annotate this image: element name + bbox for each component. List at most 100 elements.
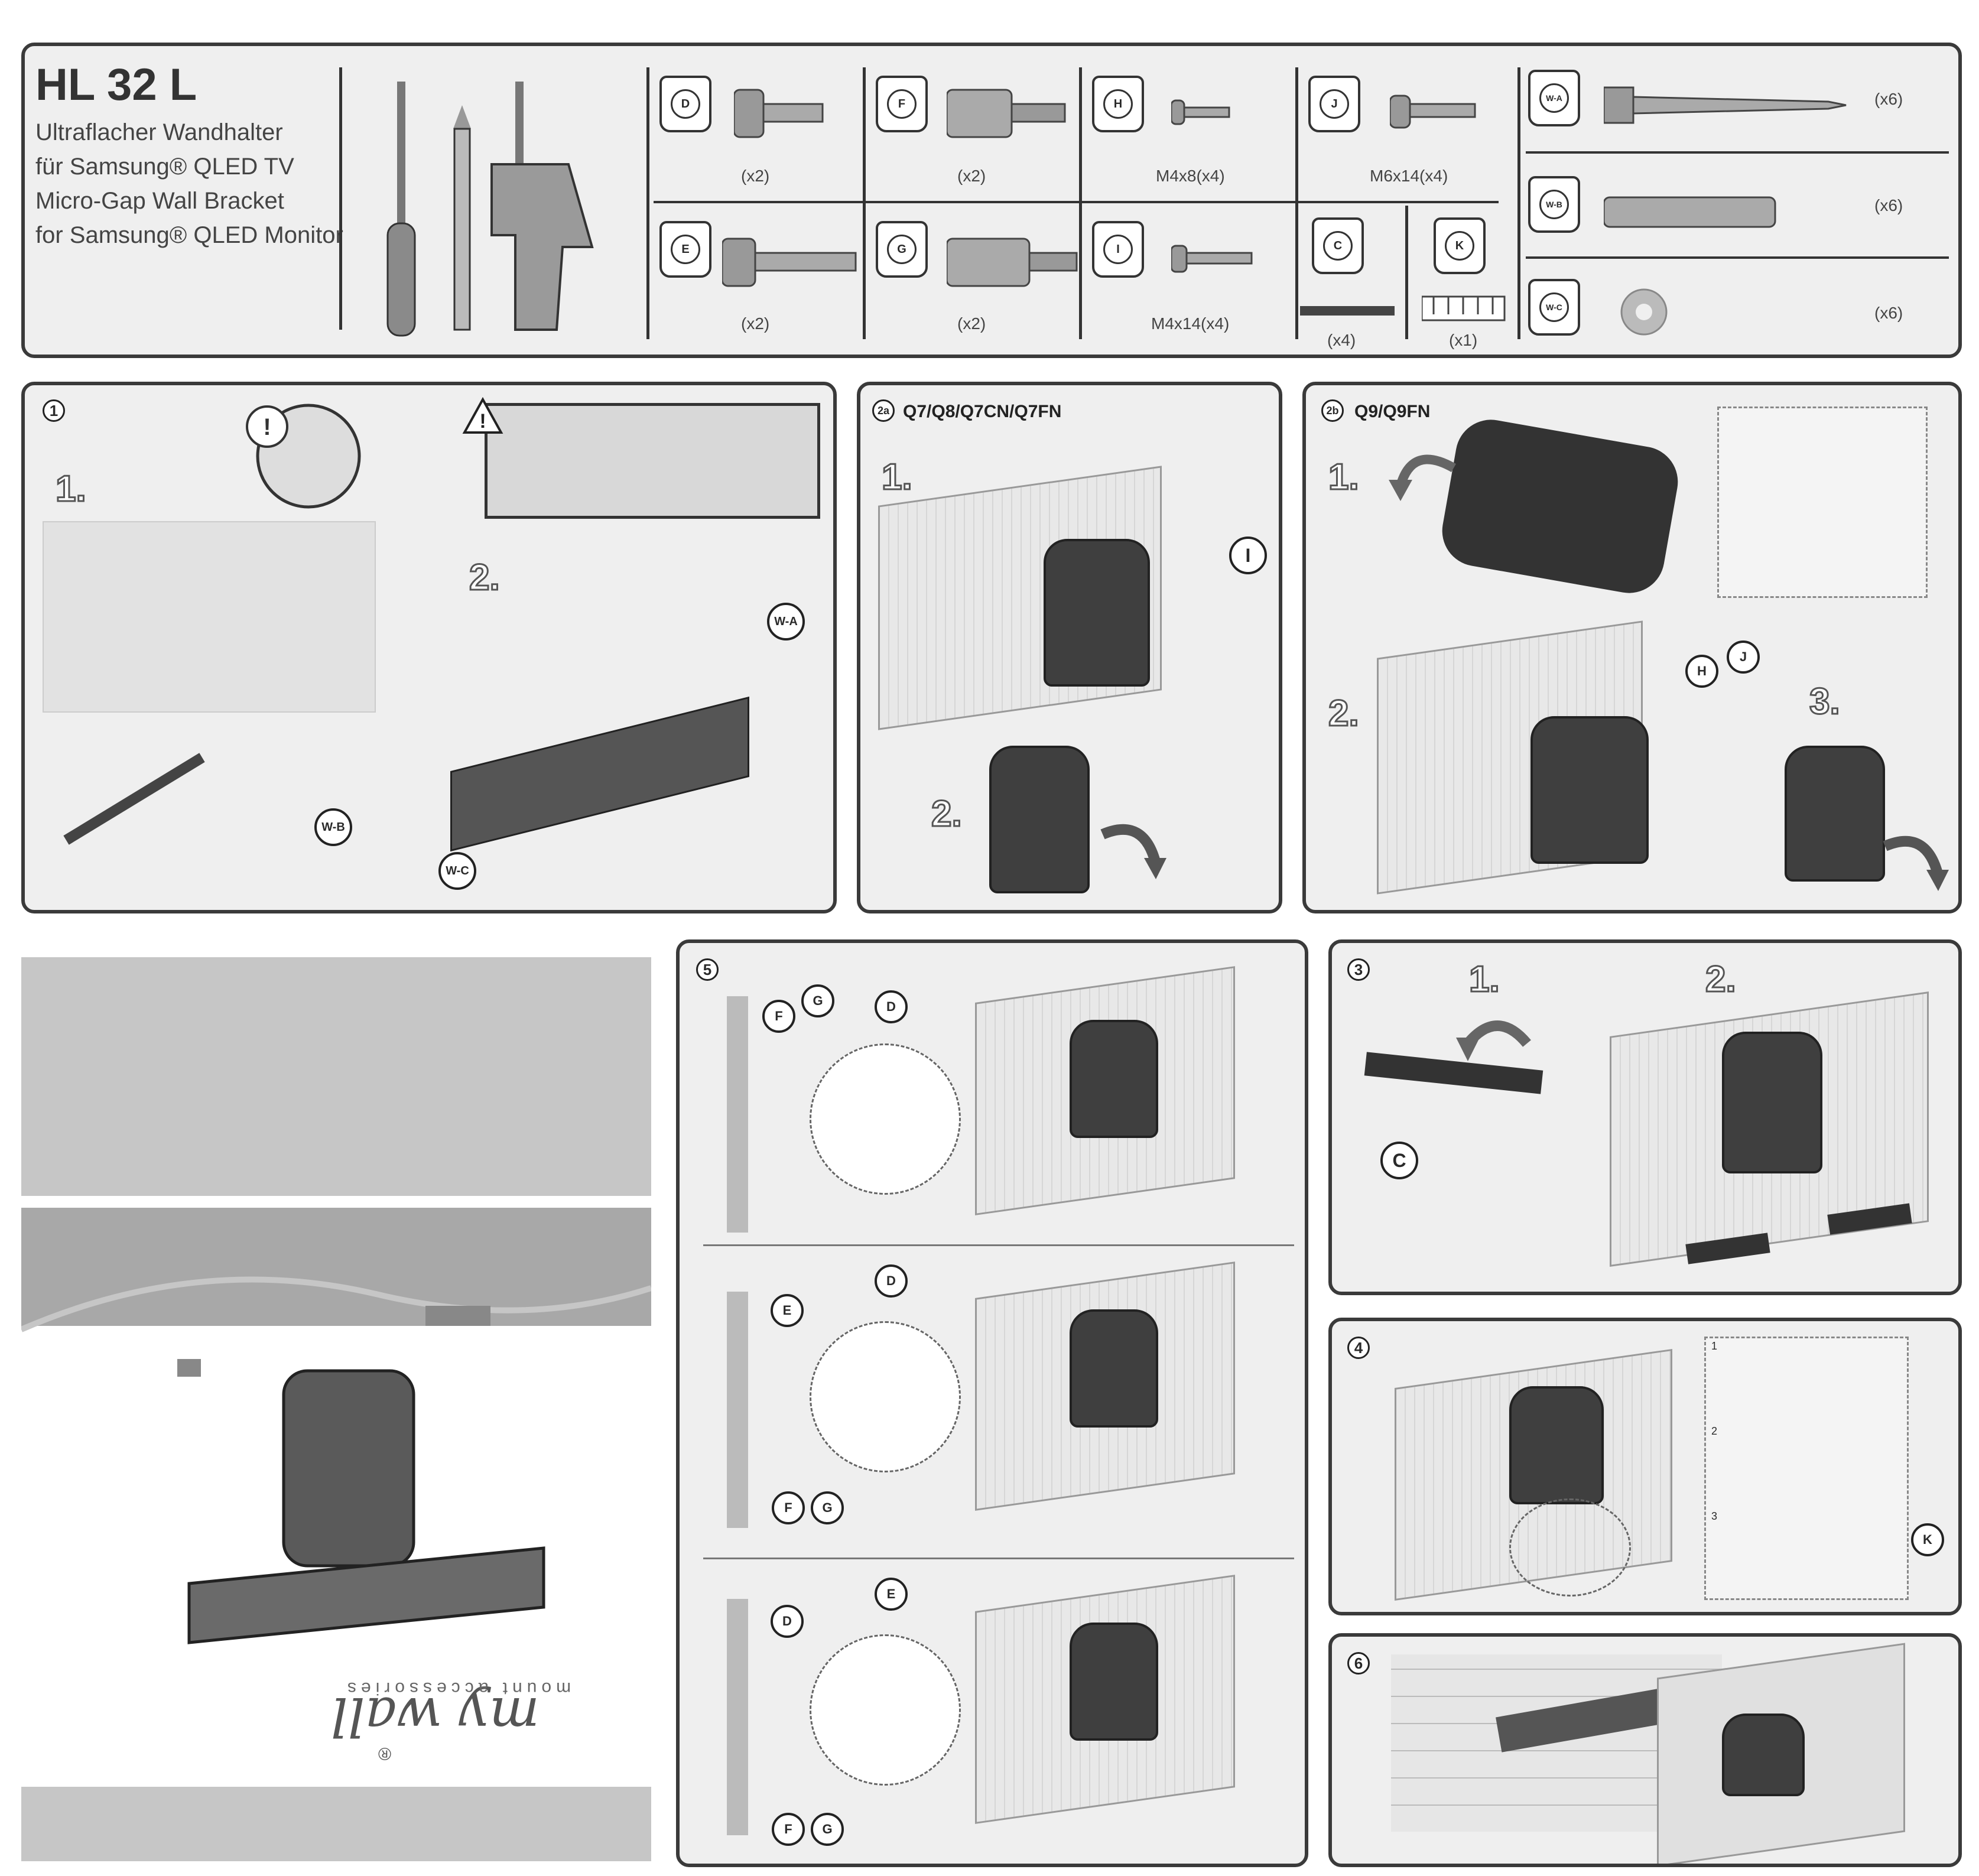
peel-arrow-icon [1456,1020,1531,1061]
substep-label: 1. [55,468,87,511]
tv-bracket [1070,1623,1158,1741]
substep-label: 1. [1468,958,1501,1001]
part-bag-C: C [1312,217,1364,274]
tv-bracket [1530,716,1649,864]
tv-bracket [1044,539,1150,687]
svg-text:!: ! [263,414,271,440]
part-bag-H: H [1092,76,1144,132]
step-number: 2b [1321,399,1344,422]
warning-icon: ! [462,397,503,434]
brand-registered: ® [378,1744,392,1763]
rotate-arrow-icon [1389,454,1456,501]
callout-E: E [771,1294,804,1327]
side-profile [727,996,748,1233]
callout-G: G [801,984,834,1017]
step-6-panel: 6 [1328,1633,1962,1867]
rotate-arrow-icon [1100,824,1166,879]
part-qty-F: (x2) [957,167,986,185]
side-profile [727,1292,748,1528]
part-bag-G: G [876,221,928,278]
callout-J: J [1727,640,1760,674]
template-sheet [43,521,376,713]
callout-F: F [772,1491,805,1524]
screw-icon [1390,95,1476,129]
callout-G: G [811,1813,844,1846]
grid-divider [1405,206,1408,339]
tools-illustration [386,82,594,337]
cover-block-top [21,957,651,1196]
callout-D: D [875,1264,908,1298]
part-bag-D: D [659,76,711,132]
part-qty-W-C: (x6) [1874,304,1903,322]
model-list: Q9/Q9FN [1354,402,1431,421]
part-qty-I: M4x14(x4) [1151,314,1230,333]
row-divider [703,1244,1294,1246]
step-number: 6 [1347,1652,1370,1675]
callout-W-B: W-B [314,808,352,846]
part-qty-E: (x2) [741,314,770,333]
part-bag-W-C: W-C [1528,279,1580,336]
grid-divider [1517,67,1520,339]
tv-bracket [1722,1032,1822,1173]
step-number: 5 [696,958,719,981]
substep-label: 2. [469,557,501,599]
grid-row-line [1526,151,1949,154]
substep-label: 2. [1705,958,1737,1001]
tv-bracket [1070,1309,1158,1428]
callout-F: F [772,1813,805,1846]
screw-icon [734,89,824,138]
cover-block-bottom [21,1787,651,1861]
part-qty-D: (x2) [741,167,770,185]
wall-screw-icon [1604,86,1847,124]
callout-H: H [1685,655,1718,688]
part-qty-H: M4x8(x4) [1156,167,1225,185]
step-3-panel: 3 1. 2. C [1328,939,1962,1295]
part-bag-F: F [876,76,928,132]
model-title: HL 32 L [35,60,197,110]
substep-label: 2. [1328,692,1360,735]
desc-line-1: Ultraflacher Wandhalter [35,119,283,145]
grid-divider [646,67,649,339]
tv-bracket [1785,746,1885,882]
step-5-panel: 5 F G D E D F G D E F G [676,939,1308,1867]
screw-icon [722,238,857,287]
callout-K: K [1911,1523,1944,1556]
desc-line-2: für Samsung® QLED TV [35,154,294,180]
inset-step: 2 [1711,1425,1718,1437]
product-bracket-image [177,1306,545,1644]
detail-circle [810,1634,961,1786]
part-qty-G: (x2) [957,314,986,333]
step-number: 2a [872,399,895,422]
callout-E: D [771,1605,804,1638]
grid-row-line [1526,256,1949,259]
substep-label: 1. [881,456,914,499]
parts-panel: HL 32 L Ultraflacher Wandhalter für Sams… [21,43,1962,358]
callout-G: G [811,1491,844,1524]
callout-W-C: W-C [438,852,476,890]
level-icon: ! [246,404,361,509]
pencil-icon [63,753,205,845]
detail-circle [810,1321,961,1472]
part-bag-W-B: W-B [1528,176,1580,233]
pencil-icon [453,105,471,331]
step-number: 1 [43,399,65,422]
grid-divider [1079,67,1082,339]
bolt-icon [947,89,1066,138]
inset-step: 3 [1711,1510,1718,1522]
brand-tagline: mount accessories [343,1679,571,1698]
part-qty-K: (x1) [1449,331,1478,349]
back-plate [1437,414,1684,599]
part-qty-J: M6x14(x4) [1370,167,1448,185]
screw-icon [1171,99,1230,125]
wall-plug-icon [1604,196,1776,228]
callout-I: I [1229,537,1267,574]
callout-C: C [1380,1142,1418,1179]
part-bag-J: J [1308,76,1360,132]
inset-step: 1 [1711,1340,1718,1352]
part-bag-K: K [1434,217,1486,274]
bolt-icon [425,1306,490,1326]
callout-D: E [875,1578,908,1611]
substep-label: 3. [1809,681,1841,723]
bolt-icon [947,238,1078,287]
row-divider [703,1558,1294,1559]
